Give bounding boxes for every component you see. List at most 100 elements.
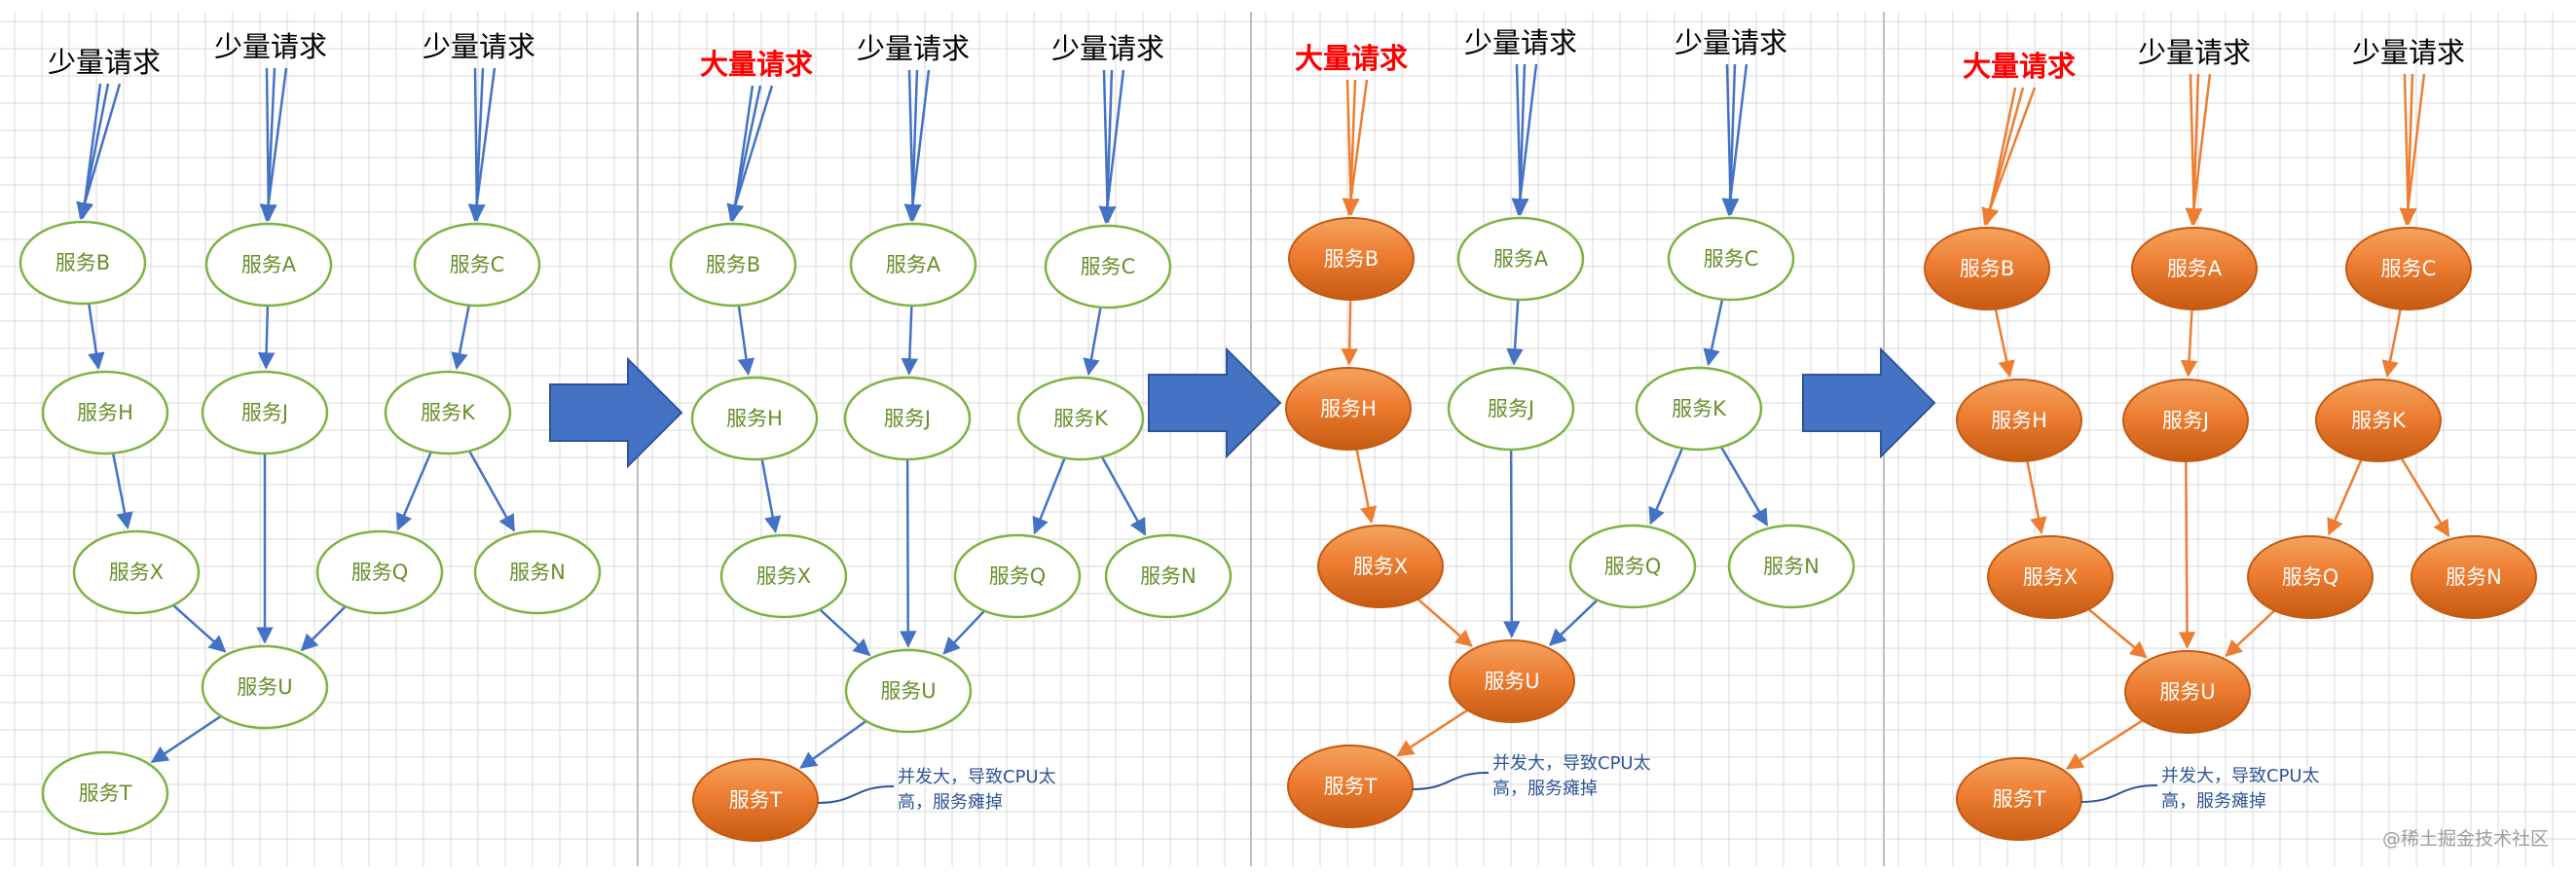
- edges-layer: [76, 63, 2450, 770]
- service-label: 服务Q: [351, 561, 409, 584]
- node-shape: [2410, 535, 2537, 619]
- node-shape: [1104, 533, 1233, 619]
- edge-k-n: [1100, 455, 1147, 536]
- service-label: 服务K: [1672, 397, 1727, 420]
- node-shape: [1635, 366, 1763, 452]
- request-arrows-a: [1511, 63, 1538, 216]
- edge-u-t: [1396, 708, 1469, 757]
- request-line: [1343, 79, 1369, 216]
- edge-b-h: [1994, 309, 2015, 379]
- edge-j-u: [1503, 449, 1521, 638]
- service-label: 服务A: [241, 253, 297, 276]
- grid-background: [0, 12, 2576, 866]
- service-node-h: 服务H: [1956, 379, 2082, 462]
- request-line: [1098, 69, 1125, 224]
- service-label: 服务T: [1993, 787, 2046, 811]
- node-shape: [41, 750, 169, 836]
- node-shape: [473, 529, 602, 615]
- edge-q-u: [2225, 609, 2276, 658]
- service-label: 服务H: [1320, 397, 1377, 420]
- request-line: [467, 67, 497, 222]
- note-connector: [2080, 784, 2158, 803]
- note-line-1: 并发大，导致CPU太: [2161, 766, 2320, 786]
- service-node-x: 服务X: [72, 529, 201, 615]
- edge-c-k: [2381, 309, 2402, 379]
- service-node-n: 服务N: [1727, 524, 1856, 609]
- service-node-a: 服务A: [204, 222, 333, 308]
- edge-h-x: [760, 458, 782, 534]
- edge-j-u: [900, 458, 917, 648]
- request-arrows-c: [467, 67, 497, 222]
- service-node-t: 服务T: [1287, 745, 1414, 828]
- service-node-u: 服务U: [1449, 639, 1575, 723]
- edge-x-u: [172, 603, 227, 653]
- service-node-q: 服务Q: [2247, 535, 2374, 619]
- service-label: 服务T: [1324, 775, 1378, 798]
- node-shape: [201, 644, 329, 730]
- node-shape: [953, 533, 1082, 619]
- service-node-h: 服务H: [690, 376, 819, 461]
- edge-k-n: [2400, 457, 2450, 538]
- edge-k-q: [395, 451, 432, 531]
- edge-b-h: [88, 303, 105, 370]
- stage-arrow-1: [549, 356, 683, 469]
- request-arrows-b: [726, 85, 774, 222]
- light-request-label: 少量请求: [2352, 36, 2465, 69]
- service-node-b: 服务B: [1288, 217, 1415, 301]
- edge-c-k: [1083, 307, 1102, 377]
- note-connector: [1412, 772, 1490, 790]
- nodes-layer: 服务B 服务A 服务C 服务H 服务J 服务K 服务X 服务Q 服务N 服务U 服务T 服务B 服务A 服…: [18, 216, 2537, 842]
- service-label: 服务N: [2446, 565, 2502, 589]
- node-shape: [413, 222, 541, 308]
- node-shape: [1285, 367, 1412, 451]
- node-shape: [1044, 224, 1172, 309]
- service-node-x: 服务X: [719, 533, 848, 619]
- edge-c-k: [451, 305, 471, 371]
- service-node-b: 服务B: [18, 220, 147, 306]
- heavy-request-label: 大量请求: [1963, 50, 2076, 83]
- node-shape: [2122, 379, 2249, 462]
- node-shape: [1987, 535, 2114, 619]
- node-shape: [1667, 216, 1795, 302]
- service-label: 服务K: [1053, 407, 1109, 430]
- service-label: 服务A: [1493, 247, 1549, 271]
- service-node-c: 服务C: [1044, 224, 1172, 309]
- service-label: 服务J: [241, 401, 288, 424]
- request-arrows-b: [1342, 79, 1369, 216]
- node-shape: [384, 370, 512, 455]
- request-arrows-b: [1981, 87, 2037, 226]
- edge-u-t: [150, 714, 222, 763]
- service-node-t: 服务T: [692, 758, 819, 842]
- node-shape: [2247, 535, 2374, 619]
- service-node-c: 服务C: [1667, 216, 1795, 302]
- service-label: 服务N: [1140, 564, 1196, 588]
- service-label: 服务U: [237, 675, 292, 699]
- stage-arrow-2: [1148, 346, 1282, 459]
- heavy-request-label: 大量请求: [1295, 42, 1408, 75]
- node-shape: [1956, 757, 2082, 841]
- note-line-1: 并发大，导致CPU太: [1492, 753, 1651, 774]
- node-shape: [41, 370, 169, 455]
- service-node-k: 服务K: [384, 370, 512, 455]
- service-label: 服务Q: [1604, 555, 1662, 578]
- edge-a-j: [1506, 299, 1524, 366]
- node-shape: [843, 376, 972, 461]
- service-label: 服务B: [706, 253, 760, 276]
- edge-q-u: [300, 605, 347, 652]
- service-label: 服务H: [726, 407, 783, 430]
- service-node-t: 服务T: [1956, 757, 2082, 841]
- node-shape: [1956, 379, 2082, 462]
- service-node-n: 服务N: [473, 529, 602, 615]
- node-shape: [1288, 217, 1415, 301]
- edge-q-u: [1548, 599, 1599, 646]
- service-label: 服务J: [1488, 397, 1534, 420]
- edge-x-u: [2087, 608, 2148, 659]
- edge-k-n: [1719, 446, 1769, 527]
- light-request-label: 少量请求: [857, 32, 970, 65]
- text-layer: 少量请求少量请求少量请求大量请求少量请求少量请求并发大，导致CPU太高，服务瘫掉…: [48, 26, 2549, 850]
- request-line: [1981, 87, 2037, 226]
- service-node-a: 服务A: [1456, 216, 1585, 302]
- node-shape: [2345, 227, 2472, 310]
